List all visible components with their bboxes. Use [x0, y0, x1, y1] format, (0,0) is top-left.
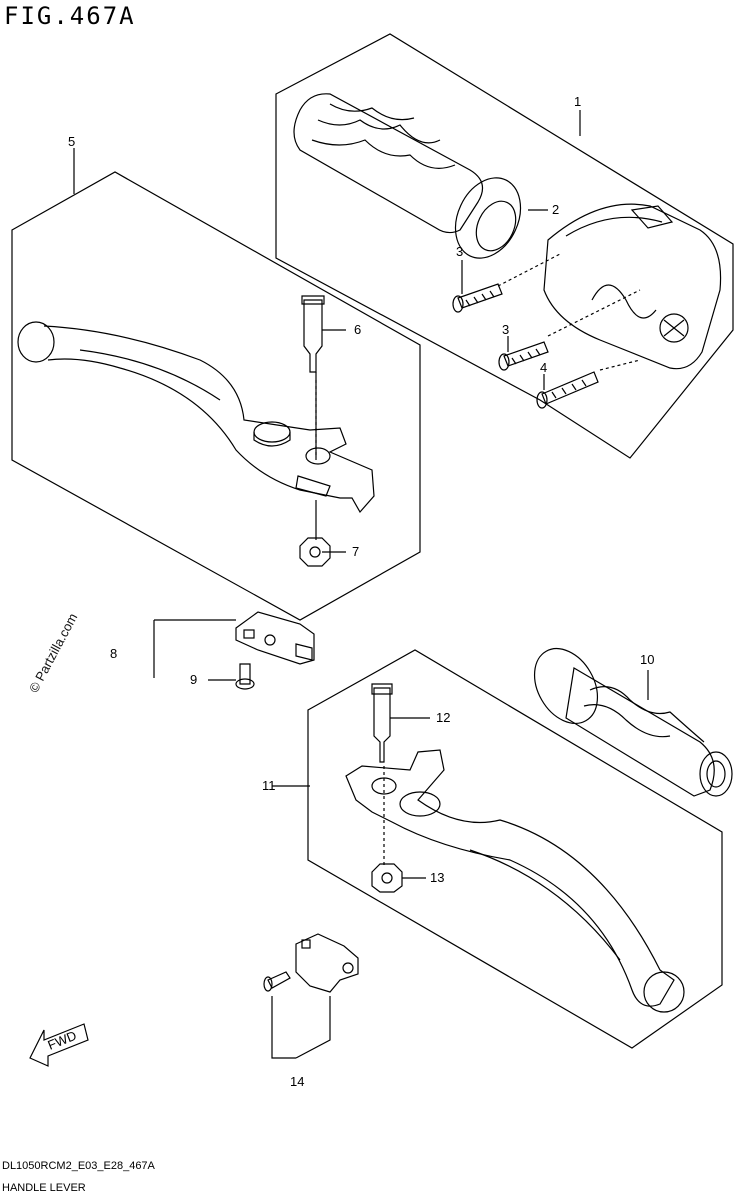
section-name: HANDLE LEVER [2, 1182, 86, 1194]
callout-3-lower: 3 [502, 322, 509, 337]
fwd-arrow-icon [29, 1023, 89, 1067]
screw-3-upper [452, 283, 503, 313]
callout-11: 11 [262, 778, 276, 793]
callout-labels: 1 2 3 3 4 5 6 7 8 9 10 11 12 13 14 FWD [46, 94, 655, 1089]
pivot-bolt-6 [301, 295, 325, 373]
callout-5: 5 [68, 134, 75, 149]
brake-switch-8 [235, 611, 315, 665]
callout-1: 1 [574, 94, 581, 109]
throttle-grip-assembly [293, 93, 722, 370]
pivot-bolt-12 [371, 683, 393, 763]
screw-4 [536, 371, 599, 409]
leader-lines [73, 110, 649, 1059]
screw-3-lower [498, 341, 549, 371]
nut-13 [371, 863, 403, 893]
clutch-switch-14 [263, 933, 359, 993]
callout-7: 7 [352, 544, 359, 559]
callout-8: 8 [110, 646, 117, 661]
callout-2: 2 [552, 202, 559, 217]
assembly-box-11 [307, 649, 723, 1049]
brake-lever [17, 321, 375, 514]
figure-title: FIG.467A [4, 2, 136, 30]
callout-13: 13 [430, 870, 444, 885]
assembly-box-1 [275, 33, 734, 459]
nut-7 [299, 537, 331, 567]
left-grip-10 [533, 648, 733, 797]
callout-3-upper: 3 [456, 244, 463, 259]
assembly-box-5 [11, 171, 421, 621]
callout-12: 12 [436, 710, 450, 725]
callout-4: 4 [540, 360, 547, 375]
callout-6: 6 [354, 322, 361, 337]
screw-9 [235, 663, 255, 690]
fwd-label: FWD [46, 1028, 79, 1053]
callout-10: 10 [640, 652, 654, 667]
callout-9: 9 [190, 672, 197, 687]
model-code: DL1050RCM2_E03_E28_467A [2, 1160, 155, 1172]
clutch-lever [345, 749, 685, 1013]
callout-14: 14 [290, 1074, 304, 1089]
